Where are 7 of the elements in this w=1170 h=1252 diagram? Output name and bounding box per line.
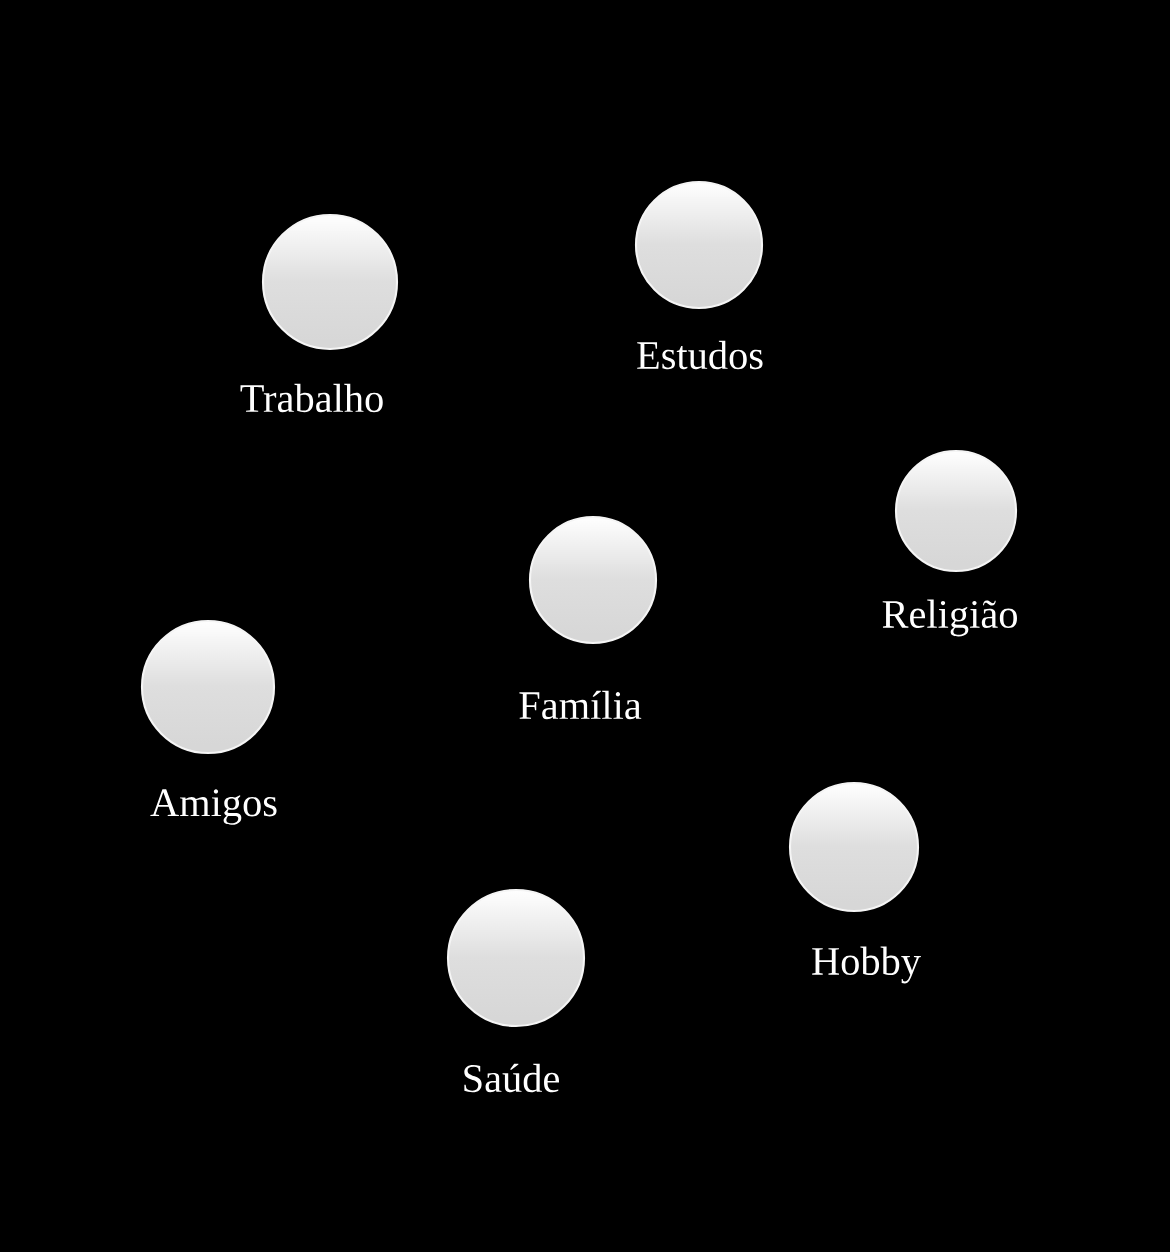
node-label: Estudos <box>637 340 763 370</box>
node-label: Trabalho <box>240 383 383 413</box>
node-label: Religião <box>882 599 1017 637</box>
node-label: Amigos <box>150 789 277 825</box>
node-label: Família <box>519 690 642 720</box>
node-label: Saúde <box>464 1063 559 1093</box>
node-label: Hobby <box>812 946 921 984</box>
